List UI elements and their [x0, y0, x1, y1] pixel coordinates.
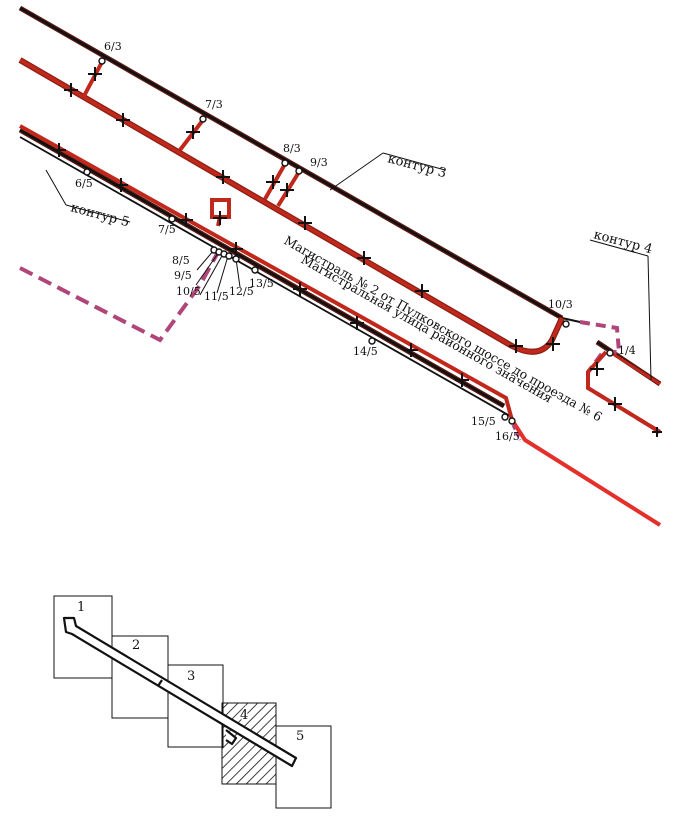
label-10-5: 10/5: [176, 285, 201, 298]
sheet-2-label: 2: [132, 638, 140, 653]
sheet-1-label: 1: [77, 600, 85, 615]
label-7-3: 7/3: [205, 98, 223, 111]
label-11-5: 11/5: [204, 290, 229, 303]
contour-4-label: контур 4: [592, 227, 654, 257]
label-1-4: 1/4: [618, 344, 636, 357]
cross-markers: [52, 67, 662, 437]
contour-3-callout: контур 3: [329, 151, 448, 191]
point-circles: [83, 57, 614, 425]
label-8-3: 8/3: [283, 142, 301, 155]
sheet-3-label: 3: [187, 669, 195, 684]
boundary-line-upper: [18, 5, 662, 387]
key-map: 1 2 3 4 5: [53, 595, 332, 809]
contour-5-label: контур 5: [69, 200, 131, 230]
label-16-5: 16/5: [495, 430, 520, 443]
route-outline: [62, 616, 298, 768]
pipeline-lower: [19, 124, 662, 527]
label-13-5: 13/5: [249, 277, 274, 290]
label-10-3: 10/3: [548, 298, 573, 311]
label-9-3: 9/3: [310, 156, 328, 169]
label-9-5: 9/5: [174, 269, 192, 282]
point-labels: 6/3 7/3 8/3 9/3 10/3 1/4 6/5 7/5 8/5 9/5…: [75, 40, 636, 443]
sheet-5-label: 5: [296, 729, 304, 744]
label-7-5: 7/5: [158, 223, 176, 236]
boundary-line-lower: [18, 127, 511, 417]
sheet-5: [275, 725, 332, 809]
label-15-5: 15/5: [471, 415, 496, 428]
dashed-boundary-left: [19, 253, 219, 343]
contour-3-label: контур 3: [386, 151, 448, 181]
street-class-label: Магистральная улица районного значения: [299, 252, 556, 406]
leader-lines: [195, 249, 241, 296]
label-8-5: 8/5: [172, 254, 190, 267]
label-12-5: 12/5: [229, 285, 254, 298]
sheet-4-label: 4: [240, 708, 248, 723]
label-6-5: 6/5: [75, 177, 93, 190]
label-6-3: 6/3: [104, 40, 122, 53]
label-14-5: 14/5: [353, 345, 378, 358]
